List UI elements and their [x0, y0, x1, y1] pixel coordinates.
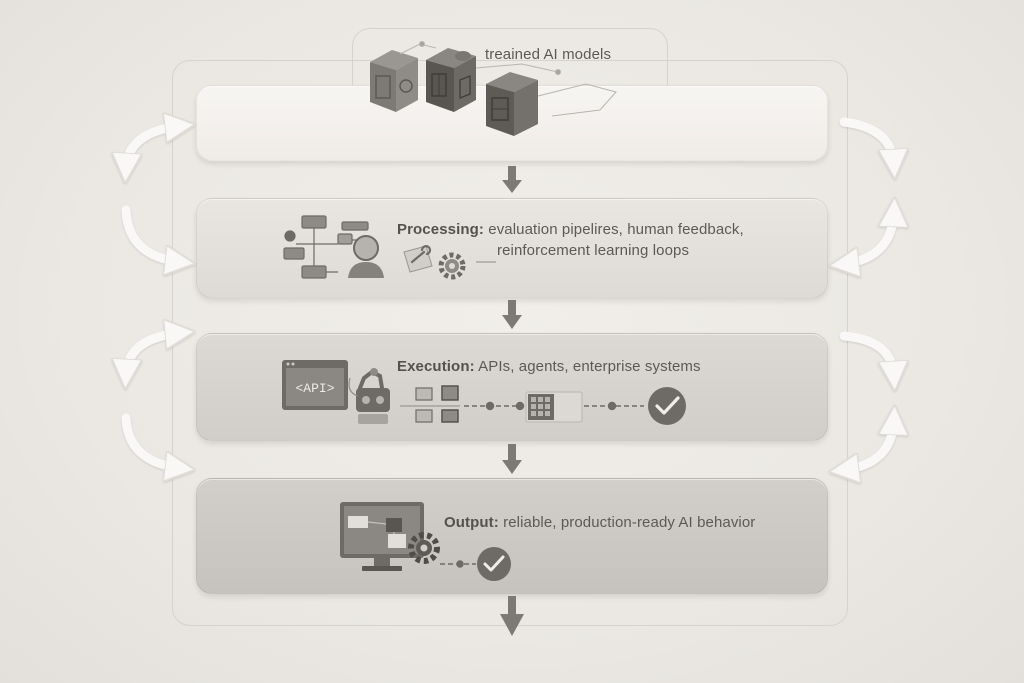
grid-module-icon [525, 391, 583, 423]
network-lines [399, 41, 617, 117]
small-window-icons [415, 385, 459, 423]
flowchart-icon [283, 215, 369, 279]
gear-icon [438, 252, 466, 280]
monitor-icon [340, 502, 424, 571]
execution-title: Execution: [397, 358, 475, 375]
processing-label: Processing: evaluation pipelires, human … [397, 221, 744, 238]
arrow-down-icon [502, 166, 522, 193]
cube-icon [486, 72, 538, 136]
checkmark-icon [648, 387, 686, 425]
api-label: <API> [295, 381, 334, 396]
arrow-down-icon [502, 300, 522, 329]
robot-icon [356, 368, 390, 424]
output-label: Output: reliable, production-ready AI be… [444, 514, 755, 531]
wrench-icon [403, 245, 433, 273]
cube-icon [370, 50, 418, 112]
stage-output [196, 478, 828, 594]
loop-arrow-icon [844, 117, 894, 470]
output-title: Output: [444, 514, 499, 531]
output-text: reliable, production-ready AI behavior [503, 514, 756, 531]
outer-frame-top [352, 28, 668, 88]
execution-label: Execution: APIs, agents, enterprise syst… [397, 358, 701, 375]
processing-title: Processing: [397, 221, 484, 238]
processing-line1: evaluation pipelires, human feedback, [488, 221, 744, 238]
connector-line [464, 401, 525, 411]
person-icon [348, 235, 384, 278]
checkmark-icon [477, 547, 511, 581]
execution-text: APIs, agents, enterprise systems [478, 358, 701, 375]
loop-arrow-icon [126, 126, 180, 468]
processing-line2: reinforcement learning loops [497, 242, 690, 259]
arrow-down-icon [500, 596, 524, 636]
api-window-icon: <API> [282, 360, 348, 410]
gear-icon [408, 532, 440, 564]
connector-line [440, 560, 476, 568]
arrow-down-icon [502, 444, 522, 474]
connector-line [584, 401, 644, 411]
input-label: treained AI models [485, 46, 612, 63]
